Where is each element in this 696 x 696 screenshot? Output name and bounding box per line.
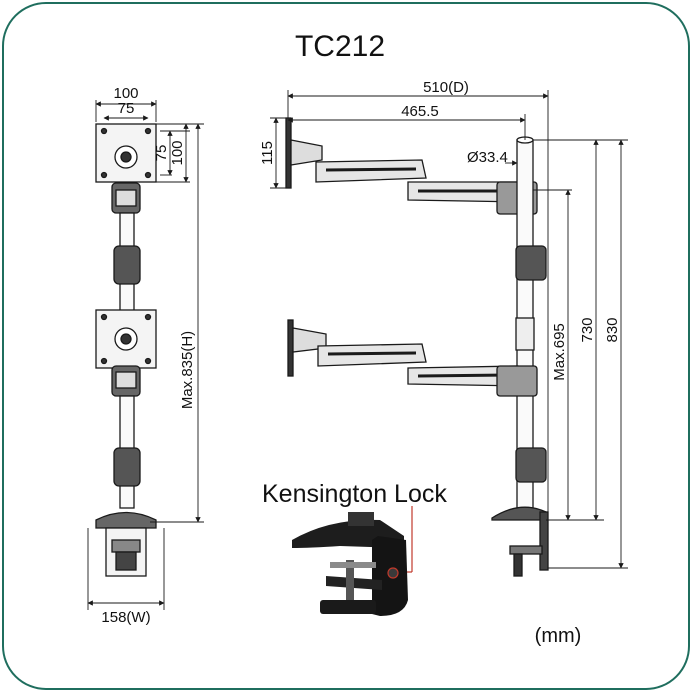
title: TC212	[295, 30, 385, 63]
dim-vesa-w75: 75	[118, 100, 135, 117]
dim-max-695: Max.695	[551, 323, 568, 381]
dim-vesa-w100: 100	[113, 85, 138, 102]
side-dimensions	[270, 90, 628, 569]
front-view	[95, 123, 157, 577]
units-label: (mm)	[535, 625, 582, 647]
callout-kensington: Kensington Lock	[262, 480, 447, 508]
dim-reach: 465.5	[401, 103, 439, 120]
clamp-illustration	[292, 512, 408, 616]
bracket-bottom	[287, 319, 294, 377]
dim-bracket-height: 115	[259, 141, 276, 165]
dim-vesa-h75: 75	[153, 145, 170, 162]
dim-base-width: 158(W)	[101, 609, 150, 626]
front-dimensions	[87, 100, 204, 610]
dim-vesa-h100: 100	[169, 140, 186, 165]
dim-h830: 830	[604, 317, 621, 342]
bracket-top	[285, 117, 292, 189]
dim-depth-total: 510(D)	[423, 79, 469, 96]
dim-pole-diameter: Ø33.4	[467, 149, 508, 166]
dim-h730: 730	[579, 317, 596, 342]
dim-height-max: Max.835(H)	[179, 331, 196, 409]
